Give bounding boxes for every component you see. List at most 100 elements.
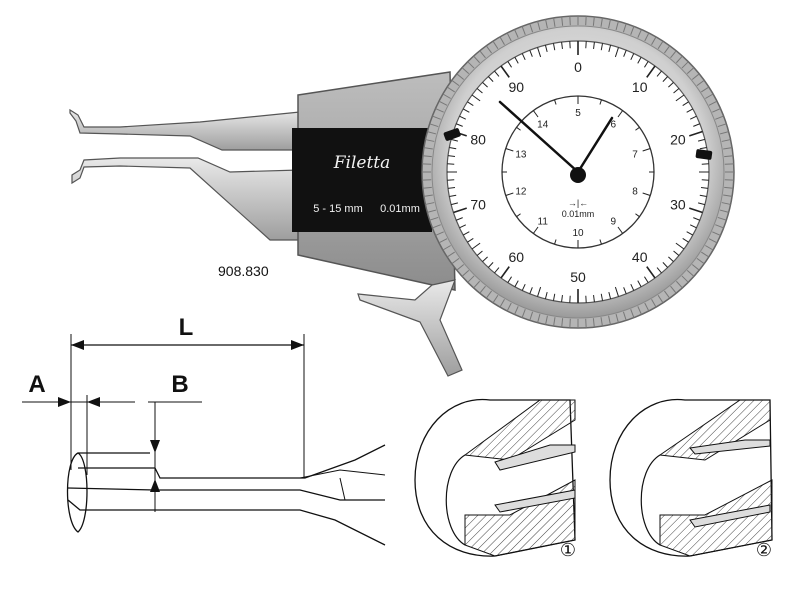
inner-scale-ticks [502, 96, 654, 248]
knurl-mark [721, 202, 731, 205]
outer-scale-number: 50 [570, 269, 586, 285]
brand-label-plate [292, 128, 432, 232]
knurl-mark [701, 251, 710, 258]
outer-tick [450, 202, 459, 206]
inner-tick [617, 226, 624, 234]
knurl-mark [442, 245, 451, 251]
outer-tick [675, 242, 685, 250]
outer-tick [459, 224, 467, 229]
knurl-mark [675, 55, 683, 64]
inner-tick [642, 148, 651, 152]
outer-tick [608, 291, 612, 300]
knurl-mark [691, 264, 700, 271]
usage-figure-2: ② [609, 398, 773, 561]
outer-tick [544, 291, 548, 300]
knurl-mark [446, 251, 455, 258]
knurl-mark [537, 21, 541, 31]
outer-tick [662, 76, 669, 82]
knurl-mark [529, 23, 534, 33]
knurl-mark [485, 290, 493, 299]
probe-upper-contour [78, 444, 386, 479]
knurl-mark [446, 86, 455, 93]
knurl-mark [630, 26, 635, 35]
figure-1-label: ① [560, 540, 576, 561]
knurl-mark [686, 269, 695, 277]
outer-tick [608, 44, 612, 53]
knurl-mark [545, 315, 548, 325]
knurl-mark [721, 139, 731, 142]
knurl-mark [473, 55, 481, 64]
outer-tick [644, 61, 649, 68]
l-arrow-left [71, 340, 84, 350]
outer-tick [693, 123, 700, 127]
l-arrow-right [291, 340, 304, 350]
outer-tick [459, 115, 467, 120]
inner-scale-number: 13 [515, 149, 527, 160]
knurl-mark [514, 306, 519, 315]
inner-arrow-icon: →|← [568, 198, 588, 208]
knurl-mark [644, 302, 650, 312]
knurl-mark [427, 209, 437, 213]
upper-measuring-arm [69, 108, 301, 151]
outer-scale-number: 90 [508, 79, 524, 95]
outer-tick [482, 81, 488, 88]
outer-tick [449, 146, 457, 150]
knurl-mark [608, 19, 611, 29]
knurl-mark [615, 313, 619, 323]
outer-tick [537, 286, 542, 297]
knurl-mark [427, 131, 437, 135]
knurl-mark [712, 231, 721, 236]
outer-tick [675, 94, 685, 102]
knurl-mark [438, 100, 448, 106]
outer-tick [450, 138, 459, 142]
knurl-mark [708, 100, 718, 106]
inner-tick [642, 192, 651, 196]
outer-tick [689, 224, 697, 229]
knurl-mark [719, 131, 729, 135]
outer-tick [637, 280, 642, 288]
outer-tick [529, 50, 533, 57]
knurl-mark [442, 93, 451, 99]
inner-scale-number: 12 [515, 187, 527, 198]
outer-tick [487, 262, 494, 268]
knurl-mark [615, 21, 619, 31]
knurl-mark [521, 309, 526, 318]
knurl-mark [499, 36, 505, 45]
knurl-mark [499, 299, 505, 308]
outer-tick [507, 61, 512, 68]
knurl-mark [521, 26, 526, 35]
outer-tick [514, 56, 519, 64]
knurl-mark [719, 209, 729, 213]
outer-tick [689, 115, 697, 120]
knurl-mark [451, 257, 460, 265]
inner-scale-number: 10 [572, 228, 584, 239]
knurl-mark [479, 50, 486, 59]
knurl-mark [637, 306, 642, 315]
outer-tick [668, 81, 674, 88]
outer-tick [529, 287, 533, 294]
knurl-mark [712, 108, 721, 113]
knurl-mark [561, 318, 564, 328]
knurl-mark [492, 295, 499, 304]
knurl-mark [423, 194, 433, 197]
b-arrow-top [150, 440, 160, 453]
outer-tick [447, 187, 456, 189]
knurl-mark [657, 295, 664, 304]
inner-scale-number: 9 [610, 217, 616, 228]
bezel-knurling [422, 16, 734, 328]
knurl-mark [691, 73, 700, 80]
dimension-label-a: A [28, 371, 45, 398]
probe-shaft-detail [299, 469, 386, 501]
knurl-mark [657, 40, 664, 49]
bore-hatch-top-2 [658, 399, 771, 461]
outer-tick [521, 53, 526, 61]
outer-tick [487, 76, 494, 82]
outer-tick [614, 47, 619, 58]
outer-tick [699, 146, 707, 150]
inner-tick [532, 226, 539, 234]
knurl-mark [622, 23, 627, 33]
knurl-mark [592, 16, 595, 26]
outer-scale-number: 70 [470, 196, 486, 212]
release-lever [357, 279, 463, 377]
